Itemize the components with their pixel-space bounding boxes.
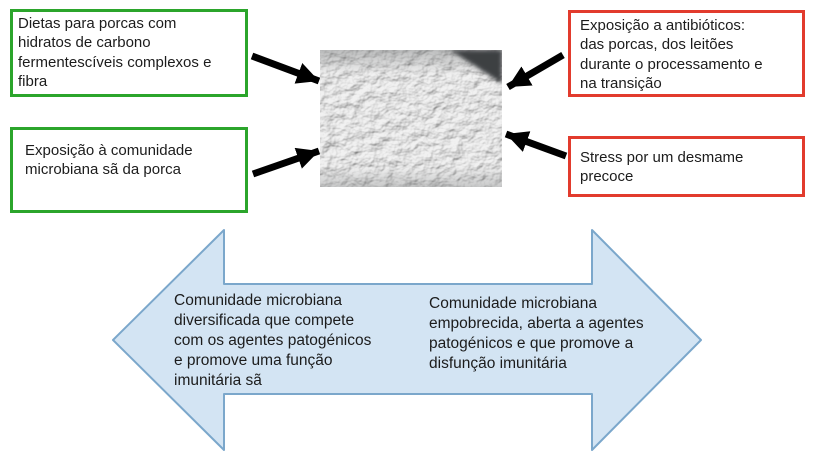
factor-box-diet-text: Dietas para porcas com hidratos de carbo… (18, 15, 212, 91)
bacteria-micrograph (320, 50, 502, 187)
micrograph-dark-corner (450, 50, 502, 84)
factor-box-sow-microbiota: Exposição à comunidade microbiana sã da … (10, 127, 248, 213)
arrow-from-diet (250, 52, 321, 85)
factor-box-sow-microbiota-text: Exposição à comunidade microbiana sã da … (25, 142, 193, 179)
factor-box-weaning-stress-text: Stress por um desmame precoce (580, 149, 744, 186)
factor-box-antibiotics-text: Exposição a antibióticos: das porcas, do… (580, 17, 763, 93)
arrow-from-sow-microbiota (251, 147, 321, 178)
outcome-double-arrow (112, 229, 702, 451)
factor-box-weaning-stress: Stress por um desmame precoce (568, 136, 805, 197)
factor-box-diet: Dietas para porcas com hidratos de carbo… (10, 9, 248, 97)
factor-box-antibiotics: Exposição a antibióticos: das porcas, do… (568, 10, 805, 97)
arrow-from-antibiotics (506, 51, 565, 91)
micrograph-vignette (320, 50, 502, 187)
outcome-text-impoverished-community: Comunidade microbiana empobrecida, abert… (429, 295, 644, 372)
arrow-from-weaning-stress (504, 130, 568, 160)
outcome-text-diverse-community: Comunidade microbiana diversificada que … (174, 292, 372, 389)
